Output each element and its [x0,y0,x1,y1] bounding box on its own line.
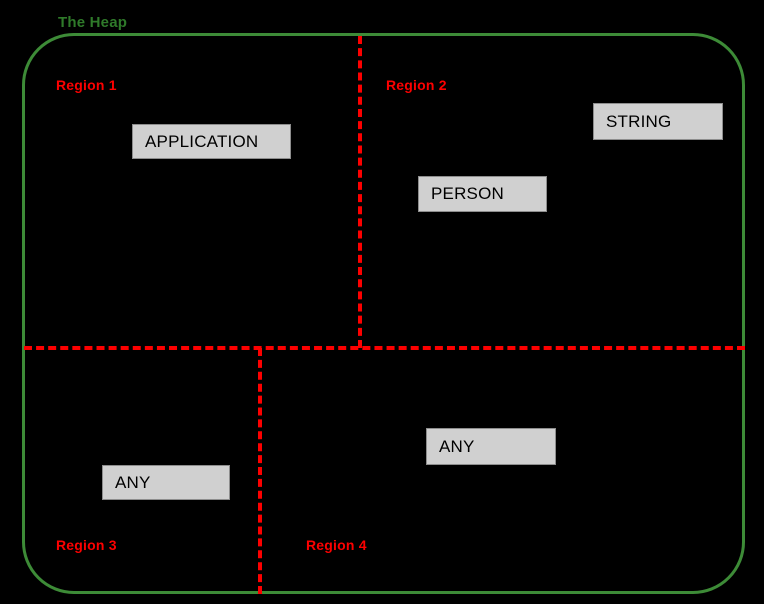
region-4-label: Region 4 [306,537,367,553]
object-box-string: STRING [593,103,723,140]
object-box-application: APPLICATION [132,124,291,159]
region-divider-vertical-top [358,36,362,348]
heap-title-label: The Heap [58,14,128,31]
region-divider-vertical-bottom [258,348,262,594]
object-box-any-region-4: ANY [426,428,556,465]
object-box-person: PERSON [418,176,547,212]
region-1-label: Region 1 [56,77,117,93]
heap-boundary [22,33,745,594]
region-3-label: Region 3 [56,537,117,553]
object-box-any-region-3: ANY [102,465,230,500]
region-divider-horizontal [24,346,745,350]
region-2-label: Region 2 [386,77,447,93]
